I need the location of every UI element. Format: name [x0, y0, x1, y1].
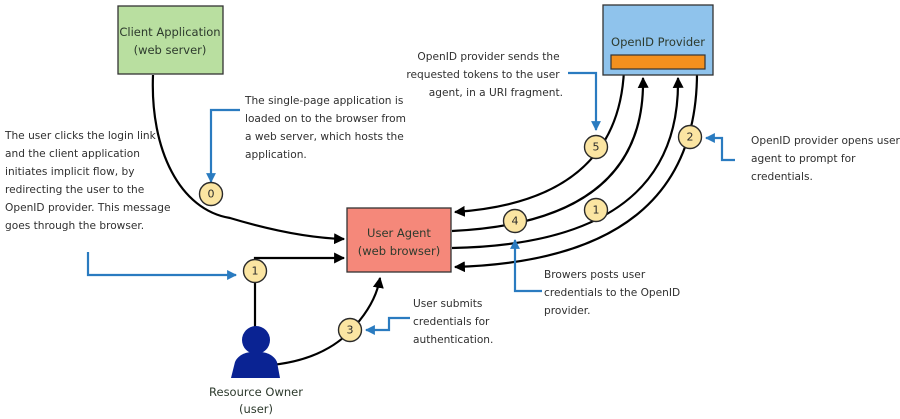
callout-tokens	[568, 71, 601, 131]
callout-prompt	[705, 133, 735, 162]
client-application-sublabel: (web server)	[134, 43, 207, 57]
openid-provider-endpoint-bar	[610, 54, 706, 70]
svg-text:5: 5	[593, 141, 600, 154]
svg-text:1: 1	[252, 265, 259, 278]
note-tokens: OpenID provider sends the requested toke…	[406, 51, 563, 99]
resource-owner-sublabel: (user)	[239, 402, 273, 416]
flow-provider-prompt-to-user-agent	[453, 69, 699, 273]
callout-spa	[206, 108, 240, 183]
step-4: 4	[502, 208, 528, 234]
user-agent-label: User Agent	[367, 226, 431, 240]
step-1-user: 1	[242, 258, 268, 284]
step-5: 5	[583, 134, 609, 160]
openid-provider-node: OpenID Provider	[602, 4, 714, 76]
step-2: 2	[677, 124, 703, 150]
svg-text:3: 3	[347, 324, 354, 337]
callout-posts	[510, 239, 542, 293]
flow-step1-to-user-agent	[253, 252, 346, 264]
svg-text:2: 2	[687, 131, 694, 144]
note-submits: User submits credentials for authenticat…	[413, 298, 493, 346]
flow-client-to-user-agent	[151, 74, 346, 245]
note-prompt: OpenID provider opens user agent to prom…	[751, 135, 900, 183]
callout-submits	[365, 316, 410, 335]
callout-login	[86, 252, 237, 280]
flow-user-agent-redirect-to-provider	[451, 76, 684, 250]
svg-text:1: 1	[593, 204, 600, 217]
client-application-node: Client Application (web server)	[117, 5, 224, 75]
step-3: 3	[337, 317, 363, 343]
svg-text:0: 0	[208, 188, 215, 201]
step-1-provider: 1	[583, 197, 609, 223]
flow-user-to-user-agent-credentials	[271, 276, 384, 367]
person-icon	[231, 326, 280, 378]
svg-text:4: 4	[512, 215, 519, 228]
step-0: 0	[198, 181, 224, 207]
note-posts: Browers posts user credentials to the Op…	[544, 269, 684, 317]
flow-user-agent-posts-credentials	[451, 76, 649, 233]
resource-owner-node: Resource Owner (user)	[209, 326, 303, 416]
client-application-label: Client Application	[119, 25, 220, 39]
user-agent-sublabel: (web browser)	[358, 244, 440, 258]
note-login: The user clicks the login link and the c…	[4, 130, 174, 232]
user-agent-node: User Agent (web browser)	[346, 207, 452, 273]
note-spa: The single-page application is loaded on…	[244, 95, 409, 161]
resource-owner-label: Resource Owner	[209, 385, 303, 399]
flow-provider-tokens-to-user-agent	[453, 69, 626, 217]
openid-provider-label: OpenID Provider	[611, 35, 705, 49]
